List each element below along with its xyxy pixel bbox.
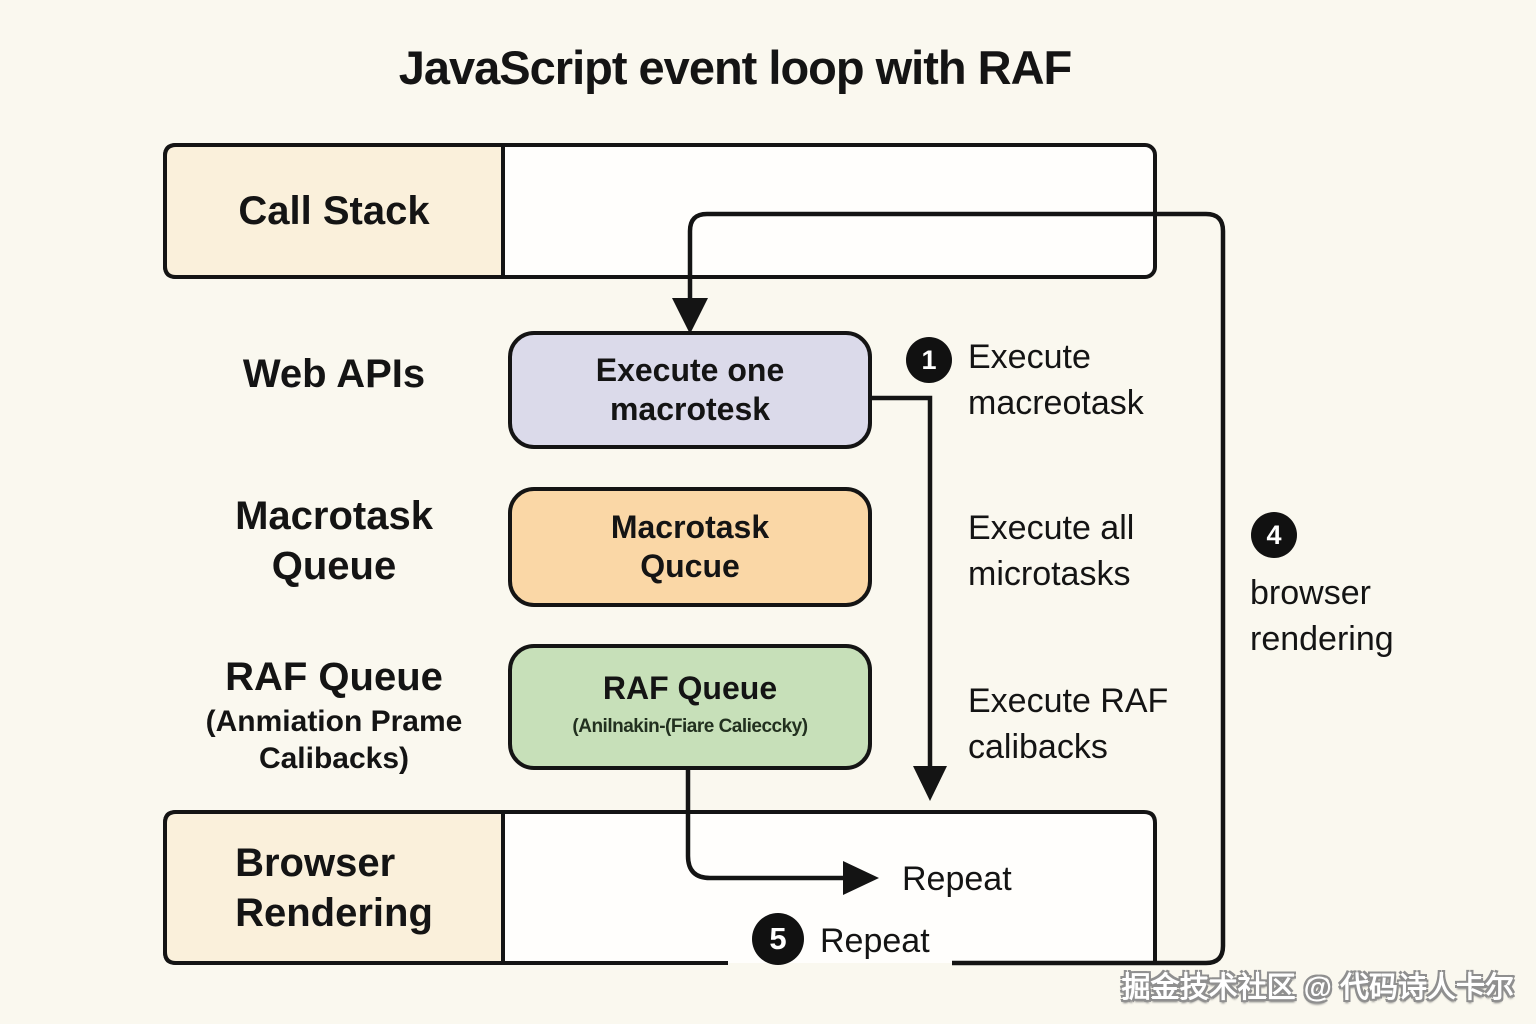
repeat-arrow-label: Repeat — [902, 860, 1012, 898]
browser-rendering-cell — [163, 810, 505, 965]
raf-queue-box-title: RAF Queue — [602, 669, 778, 706]
execute-all-microtasks-label: Execute all microtasks — [968, 509, 1135, 593]
raf-to-repeat-line — [685, 768, 843, 881]
step-4-label: browser rendering — [1250, 574, 1394, 658]
step-1-label: Execute macreotask — [968, 338, 1144, 422]
raf-queue-box — [508, 644, 872, 770]
arrow-down-into-macrotask-icon — [672, 298, 708, 334]
page-title: JavaScript event loop with RAF — [398, 41, 1073, 94]
macrotask-to-rendering-line — [870, 395, 933, 766]
call-stack-label: Call Stack — [238, 188, 430, 233]
step-5-label: Repeat — [820, 922, 930, 960]
step-1-badge: 1 — [906, 337, 952, 383]
raf-queue-text: RAF Queue (Anilnakin-(Fiare Calieccky) — [510, 646, 870, 768]
raf-queue-box-subtitle: (Anilnakin-(Fiare Calieccky) — [572, 715, 808, 737]
call-stack-cell — [163, 143, 505, 279]
step-4-badge: 4 — [1251, 512, 1297, 558]
web-apis-label: Web APIs — [242, 352, 426, 396]
execute-one-macrotask-box — [508, 331, 872, 449]
browser-rendering-label: Browser Rendering — [235, 840, 433, 935]
repeat-loop-line — [687, 211, 1226, 966]
macrotask-queue-box — [508, 487, 872, 607]
watermark: 掘金技术社区 @ 代码诗人卡尔 — [1121, 972, 1514, 1004]
macrotask-queue-text: Macrotask Qucue — [610, 509, 770, 584]
execute-raf-callbacks-label: Execute RAF calibacks — [968, 682, 1169, 766]
arrow-right-repeat-icon — [843, 861, 879, 895]
arrow-down-into-rendering-icon — [913, 766, 947, 801]
execute-one-macrotask-text: Execute one macrotesk — [595, 352, 785, 427]
macrotask-queue-label: Macrotask Queue — [235, 494, 433, 588]
step-5-badge: 5 — [752, 913, 804, 965]
raf-queue-sublabel: (Anmiation Prame Calibacks) — [205, 705, 463, 775]
raf-queue-label: RAF Queue — [225, 655, 443, 699]
